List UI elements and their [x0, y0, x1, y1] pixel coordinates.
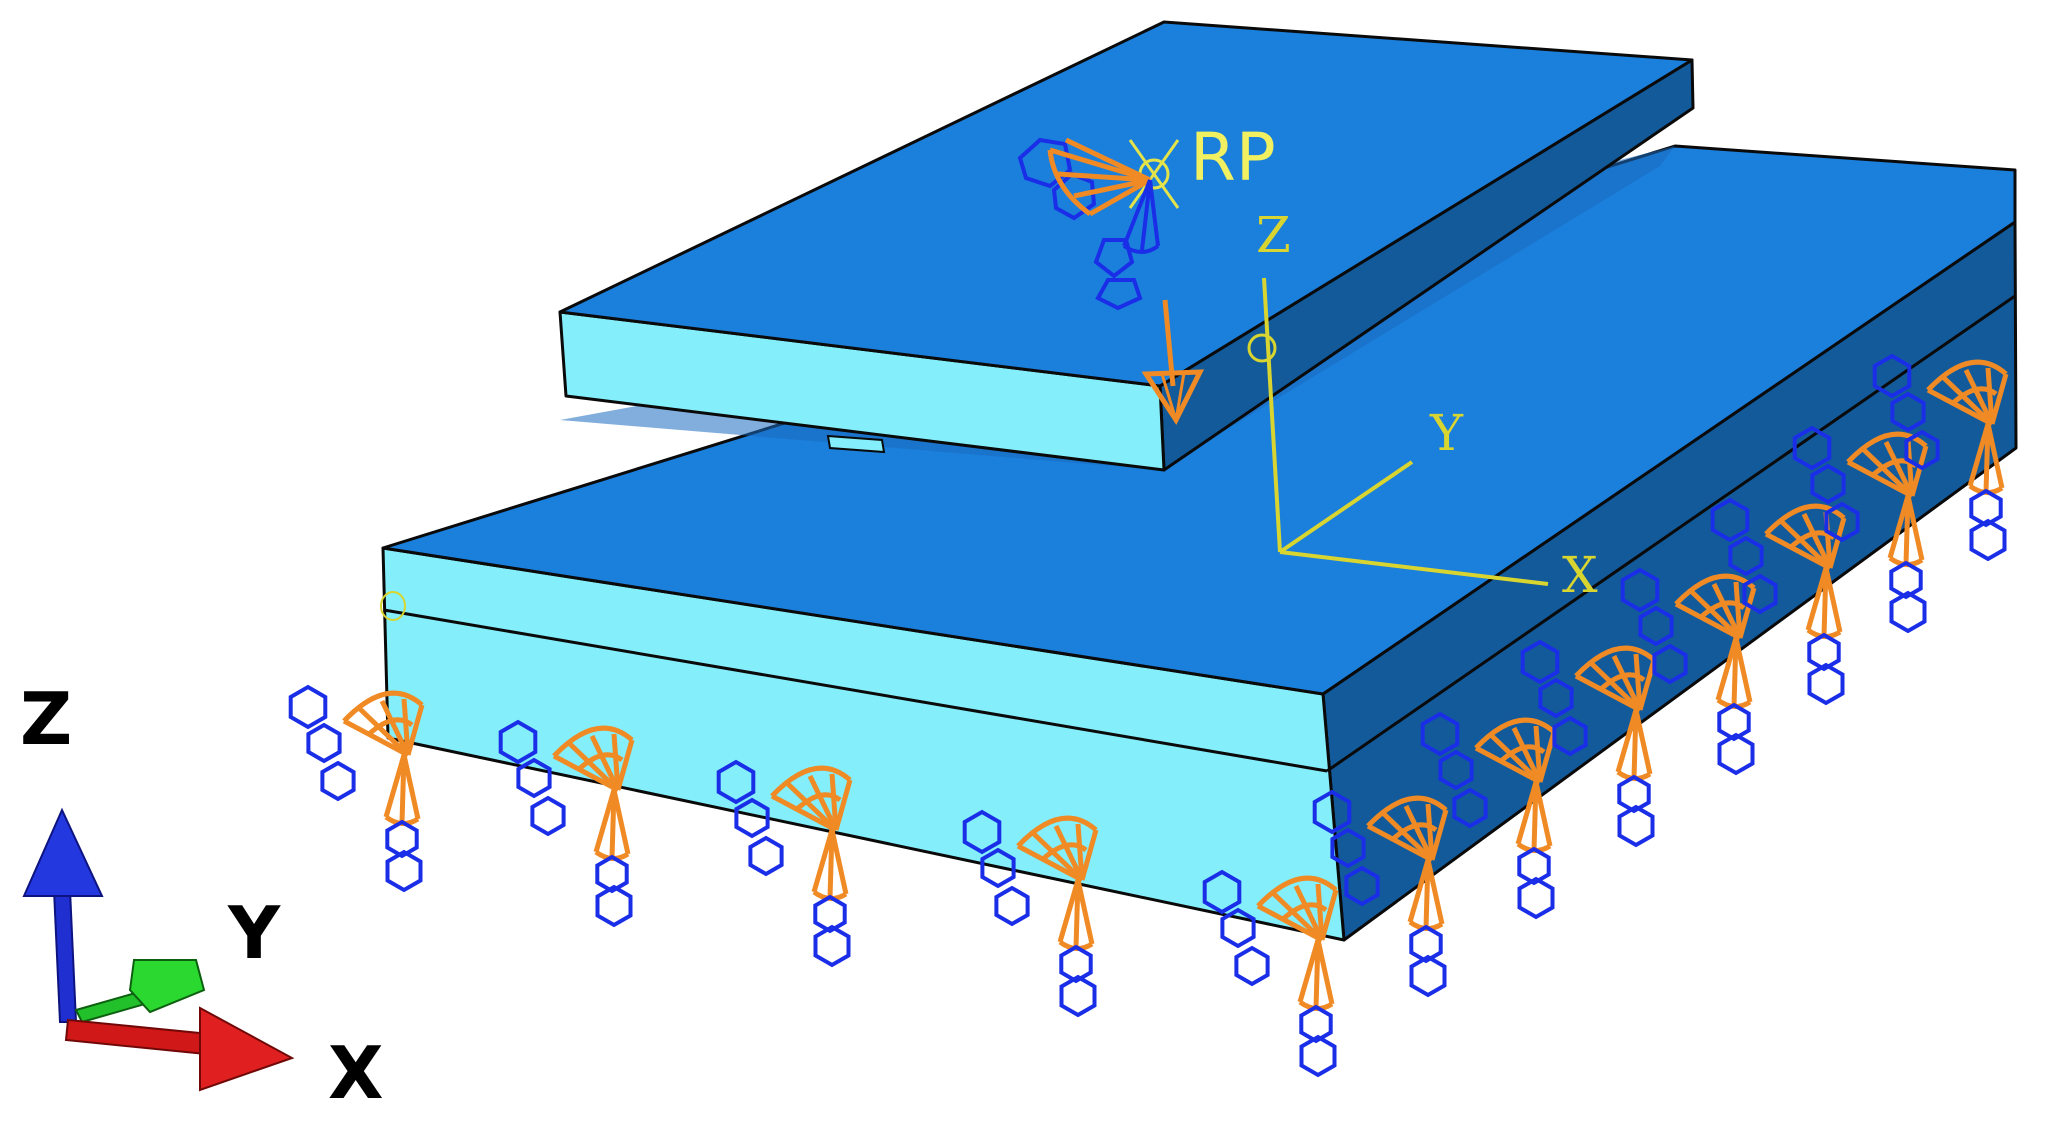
triad-z-label: Z [20, 677, 72, 761]
local-csys: Z Y X [1247, 206, 1598, 604]
concentrated-force-arrow-icon [1141, 299, 1205, 426]
encastre-bc-icon [1710, 497, 1847, 706]
encastre-bc-icon [962, 809, 1099, 1018]
encastre-bc-icon [498, 719, 635, 928]
encastre-bc-icon [1872, 353, 2009, 562]
csys-z-label: Z [1256, 206, 1291, 264]
triad-x-label: X [328, 1031, 384, 1115]
top-slab-top-face [558, 20, 1694, 388]
rp-encastre-bc-icon [1017, 137, 1160, 311]
encastre-bc-icon [1312, 789, 1449, 998]
csys-z-axis [1262, 277, 1282, 553]
bottom-slab-layer-edge [383, 608, 1328, 773]
csys-x-label: X [1562, 546, 1598, 604]
boundary-conditions [288, 353, 2009, 1078]
encastre-bc-icon [1202, 869, 1339, 1078]
csys-origin-marker [1247, 333, 1277, 363]
triad-y-head [128, 959, 206, 1014]
triad-x-head [199, 1006, 295, 1092]
global-axis-triad-icon: Z Y X [20, 677, 384, 1115]
encastre-bc-icon [1420, 711, 1557, 920]
vertex-marker [380, 591, 406, 621]
encastre-bc-icon [288, 684, 425, 893]
encastre-bc-icon [1792, 425, 1929, 634]
encastre-bc-icon [1620, 567, 1757, 776]
triad-x-shaft [64, 1018, 212, 1056]
csys-x-axis [1279, 550, 1549, 586]
csys-y-axis [1278, 460, 1414, 554]
triad-y-label: Y [227, 891, 281, 975]
triad-z-head [22, 807, 104, 897]
triad-z-shaft [52, 889, 78, 1023]
csys-y-label: Y [1429, 404, 1464, 462]
top-slab[interactable] [558, 20, 1695, 472]
reference-point-label: RP [1190, 119, 1276, 196]
contact-pad [826, 434, 886, 454]
encastre-bc-icon [1520, 639, 1657, 848]
bottom-slab-side-layer-edge [1326, 294, 2016, 773]
reference-point[interactable]: RP [1128, 119, 1276, 209]
encastre-bc-icon [716, 759, 853, 968]
